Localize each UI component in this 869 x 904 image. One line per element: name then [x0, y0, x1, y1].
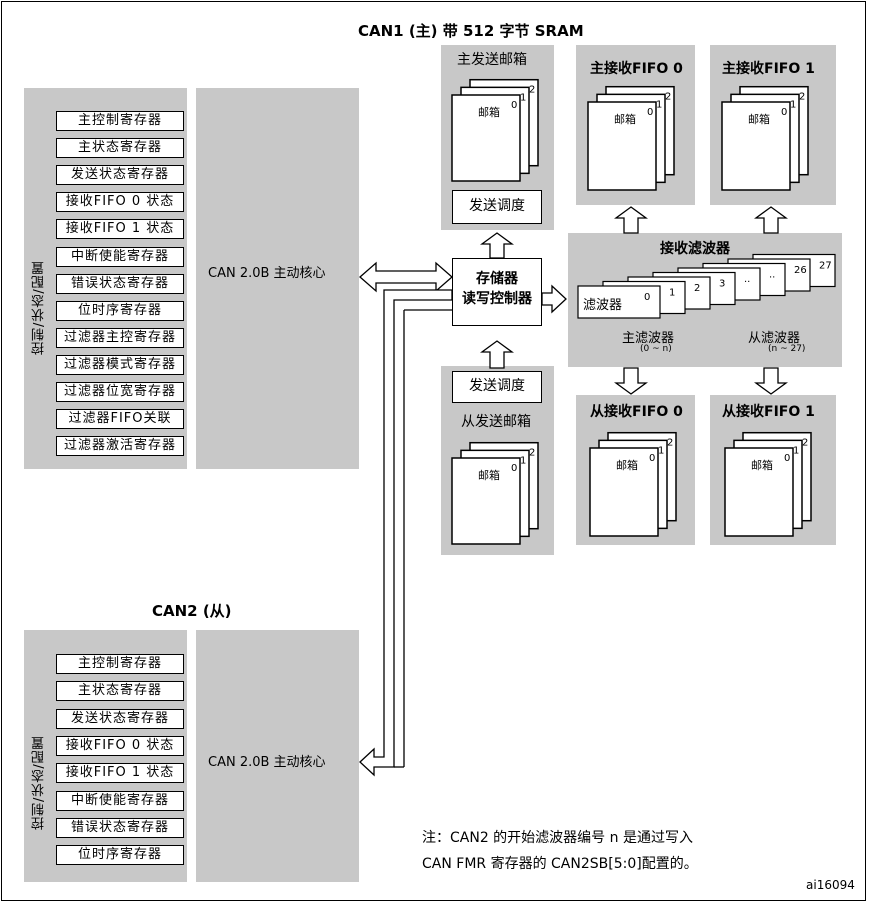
master-tx-scheduler: 发送调度	[452, 190, 542, 224]
filter-card-0	[577, 285, 661, 319]
note-line2: CAN FMR 寄存器的 CAN2SB[5:0]配置的。	[422, 856, 698, 872]
master-rx-fifo0-title: 主接收FIFO 0	[590, 61, 683, 77]
can1-register-4: 接收FIFO 1 状态	[56, 219, 184, 240]
slave-fifo0-sheet-num-2: 2	[667, 438, 673, 449]
slave-tx-sheet-num-2: 2	[529, 448, 535, 459]
can2-register-1: 主状态寄存器	[56, 681, 184, 702]
can1-register-12: 过滤器激活寄存器	[56, 436, 184, 457]
can2-register-2: 发送状态寄存器	[56, 708, 184, 729]
can2-register-4: 接收FIFO 1 状态	[56, 763, 184, 784]
master-fifo0-sheet-num-0: 0	[647, 107, 653, 118]
slave-rx-fifo1-title: 从接收FIFO 1	[722, 404, 815, 420]
master-fifo0-sheet-num-1: 1	[656, 99, 662, 110]
slave-filter-label: 从滤波器	[748, 331, 801, 346]
master-tx-mailbox-label: 邮箱	[478, 105, 500, 119]
slave-fifo1-sheet-num-2: 2	[802, 438, 808, 449]
filter-card-num-3: 3	[719, 279, 725, 290]
can2-register-7: 位时序寄存器	[56, 845, 184, 866]
can2-register-6: 错误状态寄存器	[56, 817, 184, 838]
master-fifo1-sheet-num-0: 0	[781, 107, 787, 118]
arrow-filter-to-slave-fifo0	[614, 367, 648, 395]
filter-card-num-1: 1	[669, 288, 675, 299]
slave-fifo0-sheet-num-0: 0	[649, 453, 655, 464]
slave-tx-mailbox-label: 邮箱	[478, 468, 500, 482]
master-fifo0-mailbox-label: 邮箱	[614, 112, 636, 126]
master-tx-title: 主发送邮箱	[457, 52, 527, 68]
master-tx-sheet-num-1: 1	[520, 92, 526, 103]
filter-card-label: 滤波器	[583, 298, 622, 313]
slave-fifo0-sheet-0	[589, 447, 659, 537]
can2-register-3: 接收FIFO 0 状态	[56, 735, 184, 756]
can2-core-block	[196, 630, 359, 882]
arrow-core-to-controller	[359, 261, 453, 293]
master-tx-sheet-num-0: 0	[511, 100, 517, 111]
filter-card-num-2: 2	[694, 283, 700, 294]
arrow-filter-to-slave-fifo1	[754, 367, 788, 395]
can1-register-5: 中断使能寄存器	[56, 246, 184, 267]
slave-rx-fifo0-title: 从接收FIFO 0	[590, 404, 683, 420]
master-tx-sheet-num-2: 2	[529, 85, 535, 96]
filter-card-num-0: 0	[644, 292, 650, 303]
memory-controller-line1: 存储器	[476, 271, 518, 287]
figure-id: ai16094	[806, 878, 855, 892]
master-fifo1-sheet-num-2: 2	[799, 92, 805, 103]
filter-card-num-7: 27	[819, 261, 832, 272]
slave-fifo0-sheet-num-1: 1	[658, 445, 664, 456]
master-rx-fifo1-title: 主接收FIFO 1	[722, 61, 815, 77]
arrow-scheduler-slave	[480, 340, 514, 369]
slave-fifo1-sheet-num-1: 1	[793, 445, 799, 456]
filter-card-num-5: ..	[769, 270, 775, 281]
can1-register-0: 主控制寄存器	[56, 111, 184, 131]
can1-register-8: 过滤器主控寄存器	[56, 327, 184, 348]
arrow-filter-to-master-fifo1	[754, 206, 788, 234]
arrow-scheduler-master	[480, 232, 514, 259]
can2-core-label: CAN 2.0B 主动核心	[208, 755, 326, 770]
can1-register-9: 过滤器模式寄存器	[56, 354, 184, 375]
master-tx-sheet-0	[451, 94, 521, 182]
can1-register-11: 过滤器FIFO关联	[56, 409, 184, 430]
slave-tx-sheet-num-0: 0	[511, 463, 517, 474]
slave-fifo0-mailbox-label: 邮箱	[616, 458, 638, 472]
can1-register-1: 主状态寄存器	[56, 138, 184, 159]
can1-register-3: 接收FIFO 0 状态	[56, 192, 184, 213]
slave-filter-range: (n ~ 27)	[768, 344, 806, 354]
memory-controller-line2: 读写控制器	[462, 291, 532, 307]
arrow-filter-to-master-fifo0	[614, 206, 648, 234]
can2-register-5: 中断使能寄存器	[56, 790, 184, 811]
can1-core-block	[196, 88, 359, 469]
can2-register-0: 主控制寄存器	[56, 654, 184, 674]
slave-tx-sheet-num-1: 1	[520, 455, 526, 466]
can1-core-label: CAN 2.0B 主动核心	[208, 266, 326, 281]
can1-register-6: 错误状态寄存器	[56, 273, 184, 294]
slave-tx-scheduler: 发送调度	[452, 371, 542, 403]
can1-title: CAN1 (主) 带 512 字节 SRAM	[358, 22, 584, 40]
master-fifo0-sheet-0	[587, 101, 657, 191]
master-fifo0-sheet-num-2: 2	[665, 92, 671, 103]
arrow-controller-to-filter	[541, 284, 567, 314]
rx-filter-title: 接收滤波器	[660, 241, 730, 257]
can2-title: CAN2 (从)	[152, 602, 232, 620]
can1-register-7: 位时序寄存器	[56, 300, 184, 321]
can1-register-2: 发送状态寄存器	[56, 165, 184, 186]
note-line1: 注：CAN2 的开始滤波器编号 n 是通过写入	[422, 830, 693, 846]
master-fifo1-sheet-num-1: 1	[790, 99, 796, 110]
master-filter-range: (0 ~ n)	[640, 344, 672, 354]
master-filter-label: 主滤波器	[622, 331, 675, 346]
arrow-can2-to-controller	[359, 289, 453, 777]
slave-fifo1-sheet-0	[724, 447, 794, 537]
slave-fifo1-sheet-num-0: 0	[784, 453, 790, 464]
filter-card-num-6: 26	[794, 265, 807, 276]
slave-tx-title: 从发送邮箱	[461, 414, 531, 430]
master-fifo1-sheet-0	[721, 101, 791, 191]
can1-register-10: 过滤器位宽寄存器	[56, 382, 184, 402]
slave-tx-sheet-0	[451, 457, 521, 545]
filter-card-num-4: ..	[744, 274, 750, 285]
master-fifo1-mailbox-label: 邮箱	[748, 112, 770, 126]
slave-fifo1-mailbox-label: 邮箱	[751, 458, 773, 472]
